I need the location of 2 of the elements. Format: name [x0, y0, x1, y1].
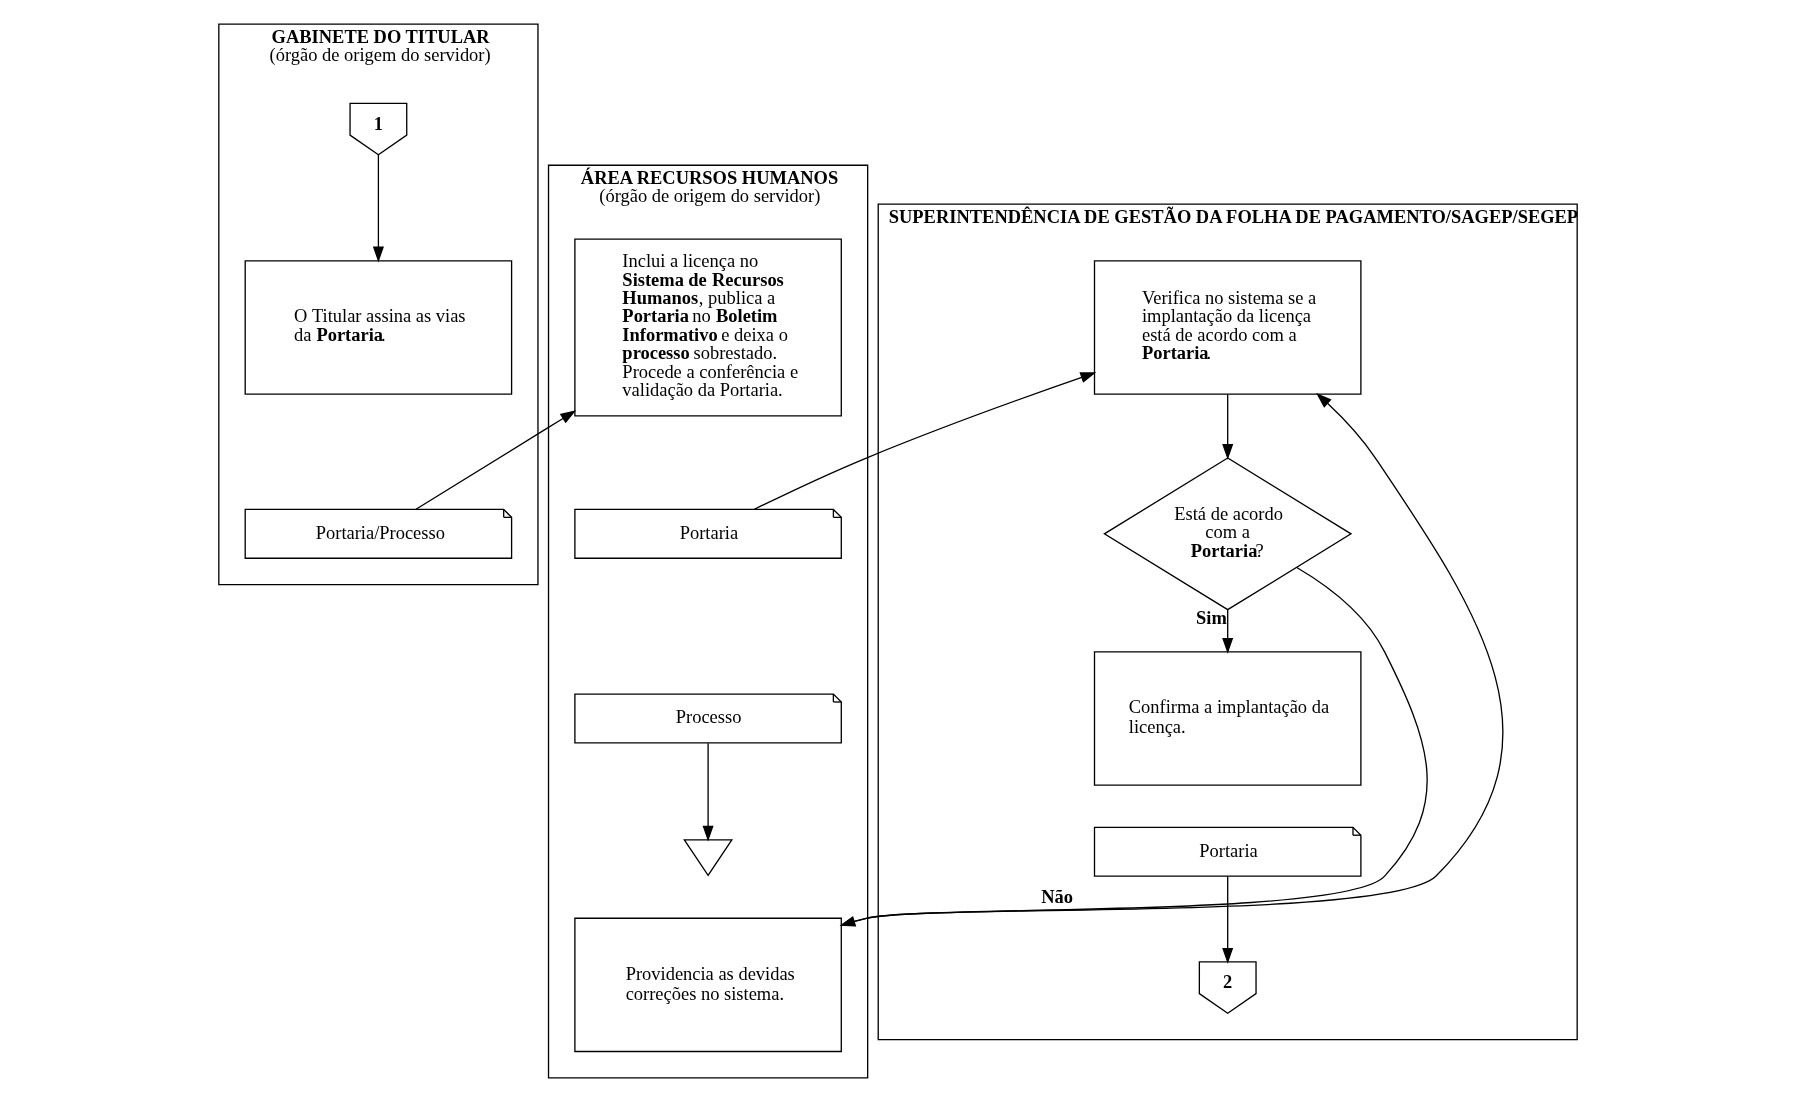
edge-label: Sim [1195, 608, 1227, 629]
edge-label: Não [1040, 887, 1073, 908]
